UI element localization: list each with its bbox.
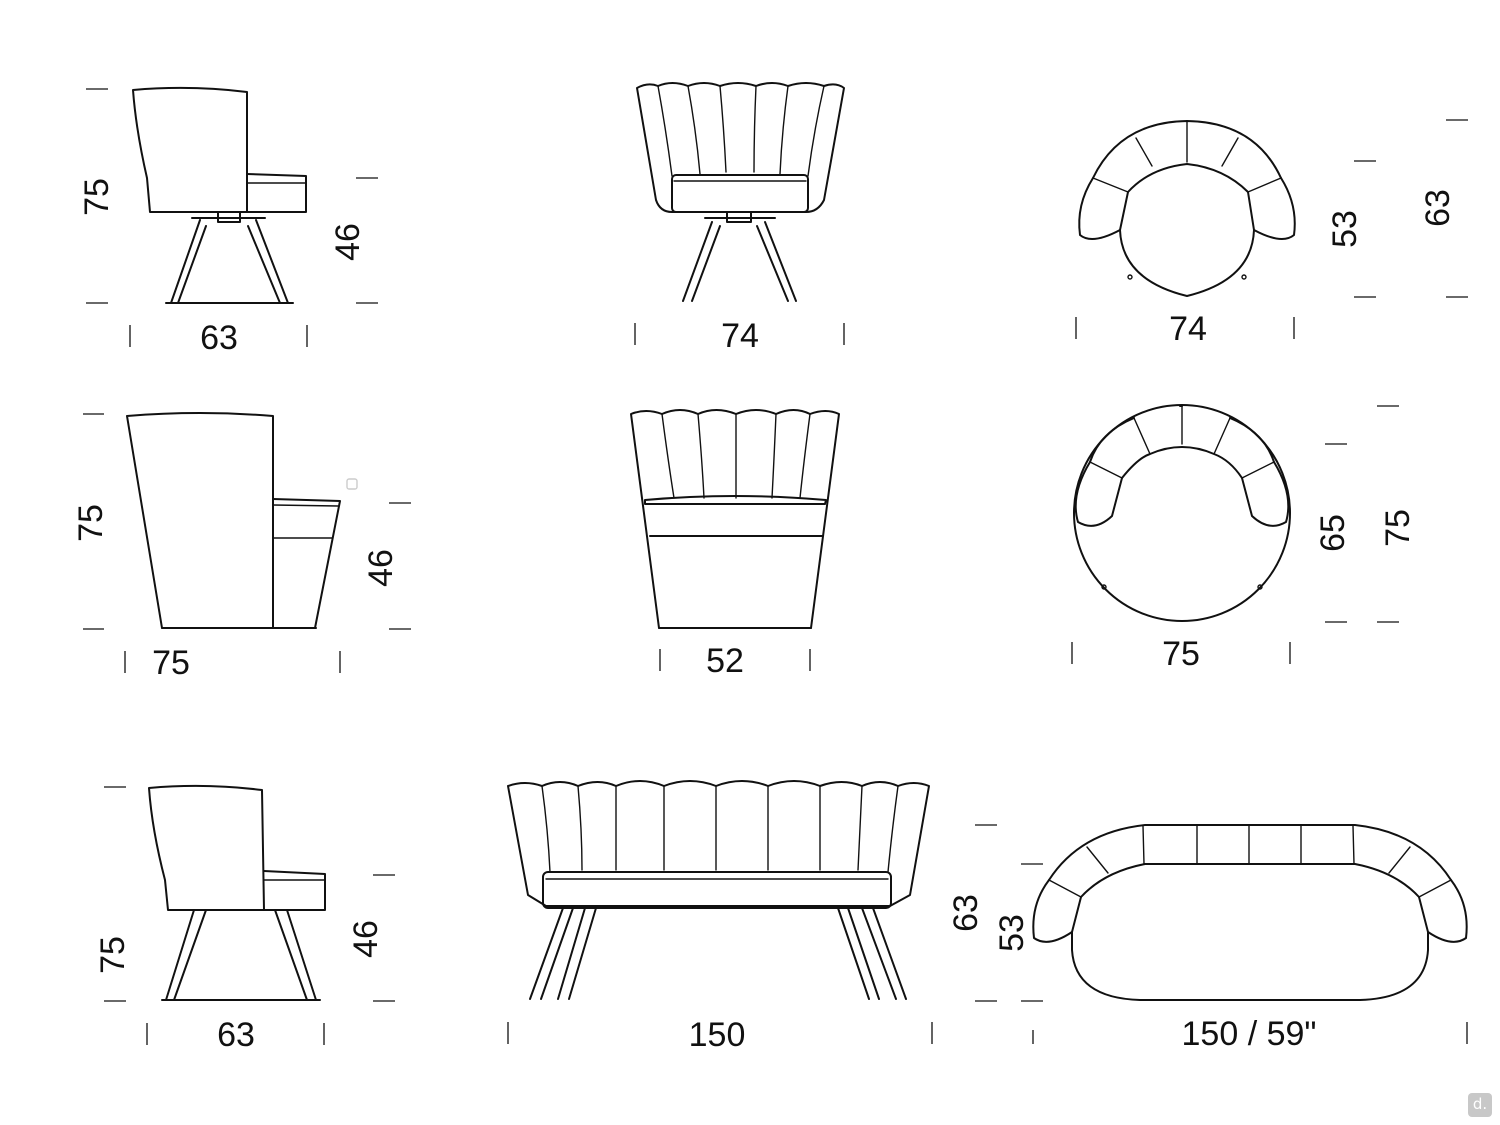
swivel-armchair-top-view xyxy=(1078,120,1296,297)
dim-seat-height: 46 xyxy=(347,920,385,958)
sofa-front-dimensions: 150 xyxy=(507,1016,933,1054)
sofa-side-view xyxy=(148,784,326,1001)
dim-top-inner-depth: 53 xyxy=(1326,210,1364,248)
dim-top-inner-depth: 65 xyxy=(1314,514,1352,552)
dim-height: 75 xyxy=(72,504,110,542)
tub-armchair-top-dimensions: 75 65 75 xyxy=(1071,405,1417,673)
dim-top-outer-depth: 75 xyxy=(1379,509,1417,547)
swivel-armchair-front-dimensions: 74 xyxy=(634,317,845,355)
dim-depth: 63 xyxy=(200,319,238,357)
dim-seat-height: 46 xyxy=(362,549,400,587)
swivel-armchair-side-dimensions: 75 46 63 xyxy=(78,88,378,357)
dim-seat-height: 46 xyxy=(329,223,367,261)
dim-width: 74 xyxy=(721,317,759,355)
dim-top-outer-depth: 63 xyxy=(1419,189,1457,227)
dim-height: 75 xyxy=(94,936,132,974)
dim-depth: 63 xyxy=(217,1016,255,1054)
swivel-armchair-side-view xyxy=(132,86,307,304)
sofa-side-dimensions: 75 46 63 xyxy=(94,786,395,1054)
dim-top-inner-depth: 53 xyxy=(993,914,1031,952)
tub-armchair-top-view xyxy=(1073,404,1291,622)
dim-top-width: 150 / 59" xyxy=(1182,1015,1317,1053)
sofa-front-view xyxy=(507,780,930,1000)
dim-top-width: 74 xyxy=(1169,310,1207,348)
sofa-top-view xyxy=(1032,824,1468,1001)
tub-armchair-front-view xyxy=(630,409,840,629)
swivel-armchair-front-view xyxy=(636,82,845,302)
dim-width: 52 xyxy=(706,642,744,680)
tub-armchair-side-dimensions: 75 46 75 xyxy=(72,413,411,682)
swivel-armchair-top-dimensions: 74 53 63 xyxy=(1075,119,1468,348)
dim-width: 150 xyxy=(689,1016,746,1054)
watermark-logo: d. xyxy=(1468,1093,1492,1117)
dim-height: 75 xyxy=(78,178,116,216)
tub-armchair-front-dimensions: 52 xyxy=(659,642,811,680)
dim-top-outer-depth: 63 xyxy=(947,894,985,932)
tub-armchair-side-view xyxy=(126,412,358,629)
sofa-top-dimensions: 150 / 59" 53 63 xyxy=(947,824,1468,1053)
dim-top-width: 75 xyxy=(1162,635,1200,673)
dim-depth: 75 xyxy=(152,644,190,682)
